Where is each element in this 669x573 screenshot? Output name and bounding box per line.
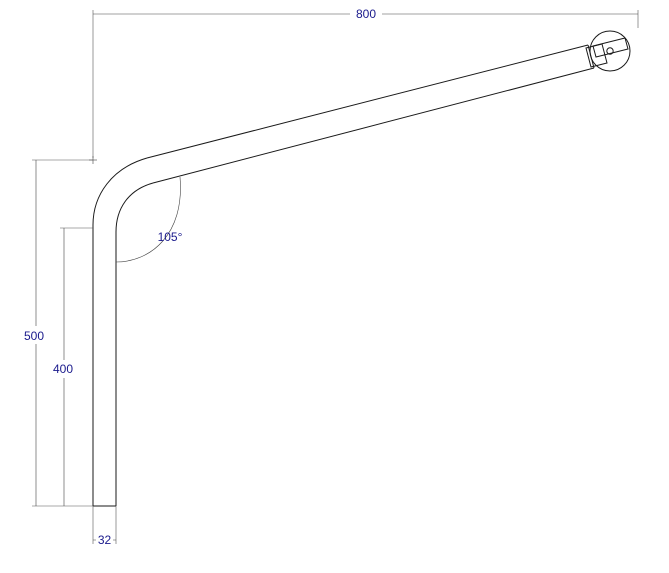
dimension-bend-angle: 105° [115,176,183,263]
width-label: 800 [356,7,376,21]
wheel-hub [606,47,614,55]
dimension-straight-height: 400 [53,227,93,506]
tube-inner-bend [115,182,154,233]
tube-outer-bend [92,157,148,226]
dimension-overall-height: 500 [24,159,93,507]
wheel-fork [592,37,629,58]
bend-angle-label: 105° [158,230,183,244]
dimension-tube-diameter: 32 [92,506,117,547]
straight-height-label: 400 [53,362,73,376]
overall-height-label: 500 [24,329,44,343]
dimension-width: 800 [92,7,639,158]
wheel-outer [589,30,631,72]
angle-arc [115,176,181,263]
arm-bottom-edge [152,67,595,184]
arm-top-edge [146,44,589,159]
bent-tube [92,30,631,507]
tube-diameter-label: 32 [98,533,112,547]
